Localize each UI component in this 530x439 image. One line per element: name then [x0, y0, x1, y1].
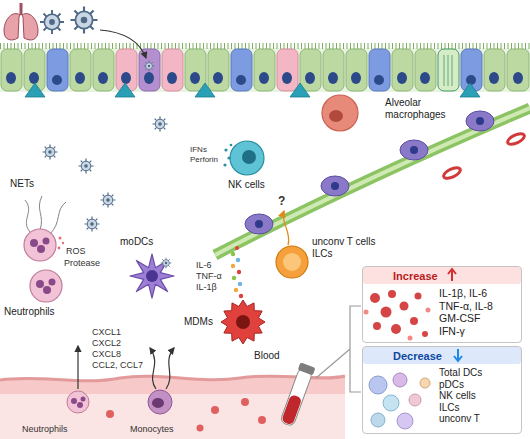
- chemokine-label: CXCL8: [92, 349, 121, 360]
- unconventional-t-cell: [276, 211, 308, 278]
- alveolar-wall: [215, 108, 530, 255]
- blood-tube: [279, 362, 316, 427]
- cytokine-label: IFNs: [190, 145, 207, 155]
- airway-epithelium: [0, 46, 530, 97]
- value-item: IFN-γ: [439, 325, 493, 338]
- neutrophils: [24, 196, 66, 302]
- decrease-box: DecreaseTotal DCspDCsNK cellsILCsunconv …: [362, 346, 522, 434]
- cell-label: Monocytes: [130, 424, 174, 435]
- box-heading: Increase: [393, 269, 438, 283]
- chemokine-label: CXCL1: [92, 327, 121, 338]
- cell-label: NK cells: [228, 179, 265, 191]
- increase-panel-art: [363, 267, 521, 341]
- cytokine-label: IL-1β: [196, 282, 217, 293]
- value-list: Total DCspDCsNK cellsILCsunconv T: [439, 367, 482, 425]
- monocyte-derived-dc: [130, 254, 174, 298]
- cell-label: Neutrophils: [22, 424, 68, 435]
- virions: [43, 117, 168, 232]
- box-heading: Decrease: [393, 349, 442, 363]
- cell-label: MDMs: [184, 316, 213, 328]
- cell-label: ILCs: [312, 248, 333, 260]
- cell-label: unconv T cells: [312, 236, 376, 248]
- lungs-icon: [4, 3, 38, 40]
- increase-box: IncreaseIL-1β, IL-6TNF-α, IL-8GM-CSFIFN-…: [362, 266, 522, 343]
- value-item: unconv T: [439, 413, 482, 425]
- sample-label: Blood: [254, 350, 280, 362]
- virus-large: [40, 7, 98, 35]
- cytokine-label: IL-6: [196, 260, 212, 271]
- entry-arrow: [100, 30, 146, 58]
- value-item: GM-CSF: [439, 312, 493, 325]
- question-mark: ?: [278, 194, 285, 208]
- process-label: ROS: [66, 246, 86, 257]
- cytokine-label: TNF-α: [196, 271, 222, 282]
- cell-label: moDCs: [120, 236, 153, 248]
- value-item: NK cells: [439, 390, 482, 402]
- value-item: Total DCs: [439, 367, 482, 379]
- cell-label: Neutrophils: [4, 306, 55, 318]
- process-label: Protease: [64, 258, 100, 269]
- chemokine-label: CCL2, CCL7: [92, 360, 143, 371]
- blood-vessel: [0, 346, 345, 439]
- value-item: ILCs: [439, 402, 482, 414]
- cytokine-label: Perforin: [190, 155, 218, 165]
- monocyte-derived-macrophage: [221, 246, 265, 344]
- value-item: pDCs: [439, 379, 482, 391]
- decrease-panel-art: [363, 347, 521, 429]
- cell-label: Alveolar macrophages: [385, 97, 460, 121]
- value-item: TNF-α, IL-8: [439, 300, 493, 313]
- nk-cell: [223, 141, 264, 175]
- bracket: [316, 306, 361, 392]
- chemokine-label: CXCL2: [92, 338, 121, 349]
- value-list: IL-1β, IL-6TNF-α, IL-8GM-CSFIFN-γ: [439, 287, 493, 337]
- value-item: IL-1β, IL-6: [439, 287, 493, 300]
- alveolar-macrophage: [322, 95, 358, 131]
- process-label: NETs: [10, 178, 34, 190]
